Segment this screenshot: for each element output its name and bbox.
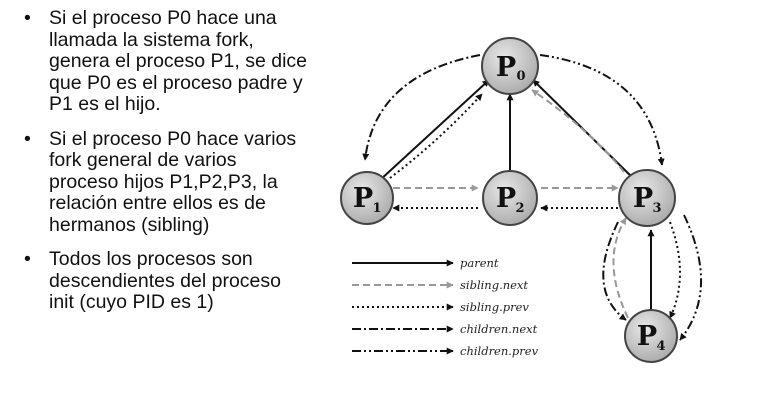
bullet-line: relación entre ellos es de <box>49 192 266 214</box>
children-prev-arrow-p3-p4 <box>679 214 702 341</box>
legend-item-sibling-prev: sibling.prev <box>352 300 529 314</box>
legend-label-sibling-prev: sibling.prev <box>460 300 529 314</box>
legend-label-children-next: children.next <box>460 322 538 336</box>
bullet-dot: • <box>24 127 31 150</box>
bullet-dot: • <box>24 7 31 29</box>
bullet-line: hermanos (sibling) <box>49 213 210 236</box>
bullet-text: Todos los procesos son descendientes del… <box>49 248 281 313</box>
process-tree-diagram: P 0 P 1 P 2 P 3 P 4 parent sibling.next … <box>340 37 702 363</box>
children-prev-arrow-p0-p3 <box>539 54 665 166</box>
children-next-arrow-p3-p4 <box>602 221 627 321</box>
node-sub-p2: 2 <box>515 201 524 216</box>
bullet-item-fork: • Si el proceso P0 hace una llamada la s… <box>24 7 344 116</box>
node-p0: P 0 <box>481 37 539 95</box>
bullet-line: proceso hijos P1,P2,P3, la <box>49 170 278 193</box>
node-label-p4: P <box>637 321 657 352</box>
bullet-line: que P0 es el proceso padre y <box>49 71 303 94</box>
node-p4: P 4 <box>624 309 678 363</box>
bullet-line: Si el proceso P0 hace una <box>49 7 277 29</box>
bullet-line: descendientes del proceso <box>49 269 281 292</box>
bullet-line: genera el proceso P1, se dice <box>49 50 307 72</box>
bullet-line: Si el proceso P0 hace varios <box>49 127 297 150</box>
legend-item-sibling-next: sibling.next <box>352 278 528 292</box>
node-label-p1: P <box>353 183 373 214</box>
node-label-p2: P <box>496 183 516 214</box>
bullet-item-init: • Todos los procesos son descendientes d… <box>24 248 344 314</box>
sibling-next-arrow-p4-p3 <box>612 217 629 319</box>
bullet-list: • Si el proceso P0 hace una llamada la s… <box>24 7 344 327</box>
node-sub-p3: 3 <box>652 201 661 216</box>
sibling-next-arrow-p3-p0 <box>531 89 625 173</box>
node-p2: P 2 <box>482 170 538 226</box>
node-p3: P 3 <box>618 169 676 227</box>
legend: parent sibling.next sibling.prev childre… <box>352 256 539 358</box>
bullet-line: fork general de varios <box>49 149 237 171</box>
node-sub-p1: 1 <box>372 201 381 216</box>
legend-item-parent: parent <box>352 256 499 270</box>
bullet-line: init (cuyo PID es 1) <box>49 291 214 313</box>
bullet-line: llamada la sistema fork, <box>49 28 254 51</box>
sibling-prev-arrow-p1-p0 <box>389 93 483 179</box>
node-sub-p4: 4 <box>656 339 665 354</box>
node-sub-p0: 0 <box>516 69 525 84</box>
bullet-text: Si el proceso P0 hace varios fork genera… <box>49 128 296 236</box>
bullet-dot: • <box>24 248 31 270</box>
bullet-line: P1 es el hijo. <box>49 93 161 115</box>
bullet-item-siblings: • Si el proceso P0 hace varios fork gene… <box>24 127 344 237</box>
bullet-text: Si el proceso P0 hace una llamada la sis… <box>49 7 307 115</box>
legend-item-children-next: children.next <box>352 322 538 336</box>
node-p1: P 1 <box>340 171 394 225</box>
legend-label-parent: parent <box>460 256 499 270</box>
legend-label-sibling-next: sibling.next <box>460 278 528 292</box>
legend-label-children-prev: children.prev <box>460 344 539 358</box>
bullet-line: Todos los procesos son <box>49 248 253 270</box>
parent-arrow-p1-p0 <box>379 79 490 181</box>
node-label-p0: P <box>496 52 516 83</box>
legend-item-children-prev: children.prev <box>352 344 539 358</box>
sibling-prev-arrow-p3-p4 <box>669 221 681 319</box>
node-label-p3: P <box>633 183 653 214</box>
children-next-arrow-p0-p1 <box>362 54 481 161</box>
